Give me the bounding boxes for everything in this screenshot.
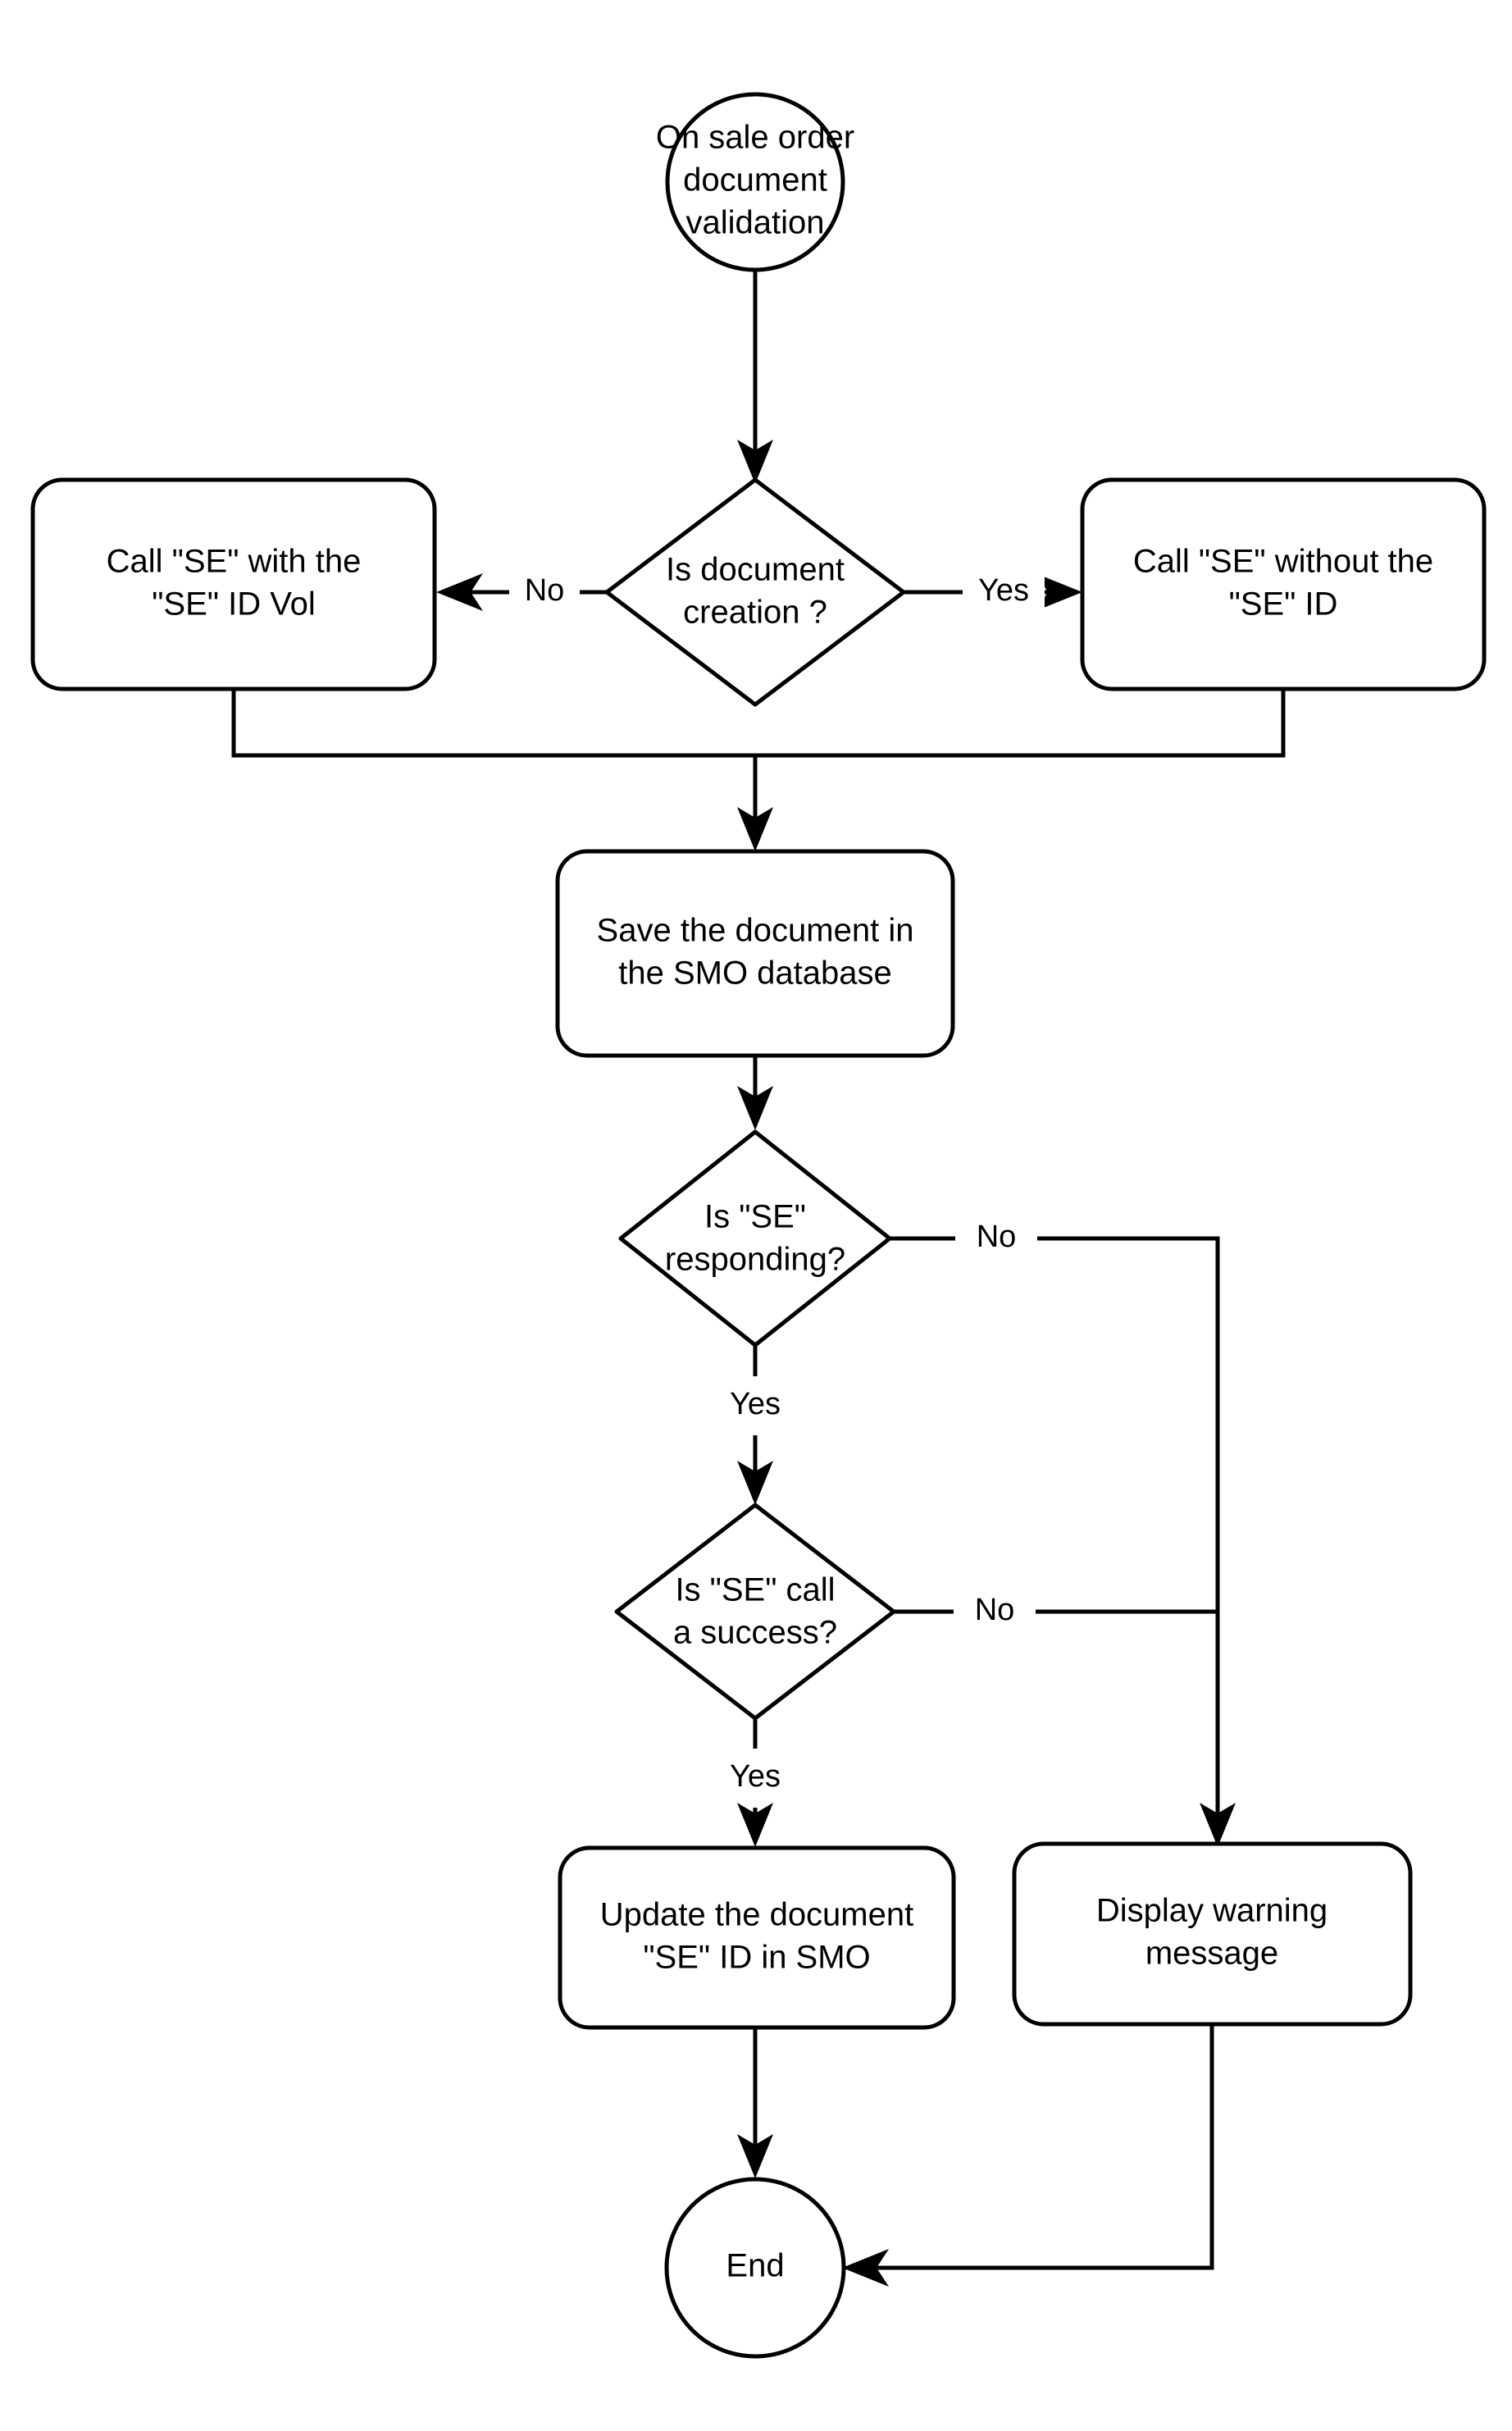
start-circle-shape (665, 92, 845, 272)
node-start-line-1: On sale order (656, 120, 854, 156)
node-is-se-responding-line-2: responding? (665, 1242, 845, 1278)
arrow-head-icon (737, 2134, 773, 2178)
node-display-warning-line-1: Display warning (1096, 1893, 1328, 1929)
node-update-document[interactable]: Update the document "SE" ID in SMO (558, 1845, 956, 2030)
arrow-head-icon (737, 807, 773, 851)
edge-label-text: Yes (730, 1759, 781, 1794)
arrow-head-icon (842, 2249, 889, 2287)
process-box-shape (30, 477, 437, 691)
node-display-warning[interactable]: Display warning message (1012, 1841, 1413, 2027)
node-call-se-without-id[interactable]: Call "SE" without the "SE" ID (1080, 477, 1487, 691)
node-is-se-call-success-line-1: Is "SE" call (675, 1572, 835, 1608)
edge-calls-merge-to-save (231, 691, 1286, 851)
node-update-document-line-1: Update the document (600, 1897, 913, 1933)
decision-diamond-shape (604, 477, 906, 707)
edge-label-text: No (525, 573, 565, 608)
node-end-label: End (726, 2248, 784, 2284)
node-save-document-line-2: the SMO database (618, 956, 892, 992)
edge-save-to-responding (737, 1056, 773, 1130)
node-is-document-creation[interactable]: Is document creation ? (604, 477, 906, 707)
edge-label-success-no: No (956, 1591, 1033, 1634)
edge-label-responding-no: No (958, 1218, 1035, 1261)
arrow-head-icon (737, 1086, 773, 1130)
node-save-document-line-1: Save the document in (597, 913, 914, 949)
node-call-se-with-id-line-1: Call "SE" with the (107, 544, 362, 580)
node-is-document-creation-line-1: Is document (666, 552, 845, 588)
node-is-se-responding-line-1: Is "SE" (704, 1199, 806, 1235)
node-end[interactable]: End (664, 2177, 846, 2359)
edge-label-responding-yes: Yes (714, 1383, 796, 1429)
process-box-shape (555, 849, 955, 1058)
arrow-head-icon (737, 1461, 773, 1505)
node-display-warning-line-2: message (1145, 1936, 1278, 1972)
edge-label-text: No (977, 1220, 1017, 1254)
process-box-shape (558, 1845, 956, 2030)
arrow-head-icon (737, 1803, 773, 1847)
end-circle-shape (664, 2177, 846, 2359)
edge-success-yes (737, 1718, 773, 1847)
edge-responding-no (890, 1236, 1236, 1847)
node-call-se-with-id-line-2: "SE" ID Vol (152, 586, 316, 623)
edge-update-to-end (737, 2027, 773, 2178)
node-is-se-responding[interactable]: Is "SE" responding? (618, 1129, 892, 1348)
edge-label-creation-no: No (509, 572, 580, 614)
arrow-head-icon (436, 573, 483, 611)
node-is-se-call-success[interactable]: Is "SE" call a success? (614, 1503, 896, 1721)
edge-label-text: No (975, 1593, 1015, 1627)
edge-label-creation-yes: Yes (963, 572, 1045, 614)
arrow-head-icon (1200, 1803, 1236, 1847)
node-start-line-3: validation (685, 205, 824, 241)
edge-warning-to-end (842, 2024, 1214, 2287)
node-call-se-without-id-line-2: "SE" ID (1229, 586, 1338, 623)
node-update-document-line-2: "SE" ID in SMO (643, 1940, 870, 1976)
edge-label-text: Yes (978, 573, 1029, 608)
decision-diamond-shape (614, 1503, 896, 1721)
edge-label-text: Yes (730, 1387, 781, 1421)
edge-responding-yes (737, 1345, 773, 1505)
node-call-se-with-id[interactable]: Call "SE" with the "SE" ID Vol (30, 477, 437, 691)
node-save-document[interactable]: Save the document in the SMO database (555, 849, 955, 1058)
process-box-shape (1080, 477, 1487, 691)
edge-start-to-decision (737, 271, 773, 484)
node-is-se-call-success-line-2: a success? (673, 1615, 837, 1651)
node-is-document-creation-line-2: creation ? (683, 595, 827, 631)
node-start-line-2: document (683, 162, 827, 198)
arrow-head-icon (1036, 573, 1082, 611)
process-box-shape (1012, 1841, 1413, 2027)
arrow-head-icon (737, 440, 773, 484)
node-call-se-without-id-line-1: Call "SE" without the (1133, 544, 1433, 580)
decision-diamond-shape (618, 1129, 892, 1348)
edge-label-success-yes: Yes (714, 1755, 796, 1801)
node-start[interactable]: On sale order document validation (656, 92, 854, 272)
